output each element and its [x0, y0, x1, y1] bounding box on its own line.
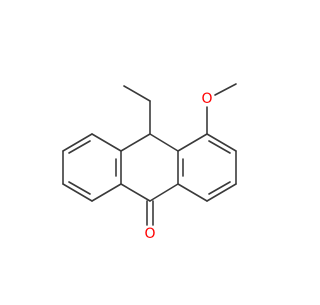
- bond-right-1: [177, 133, 208, 152]
- bond-left-4: [62, 183, 93, 202]
- bond-right-4: [206, 183, 237, 202]
- bond-left-2: [62, 133, 93, 152]
- bond-c9-c8a: [149, 133, 179, 152]
- bond-ethyl-ch3: [123, 85, 151, 102]
- bonds: [62, 83, 237, 226]
- carbonyl-oxygen-label: O: [144, 226, 155, 242]
- bond-left-inner-3: [68, 181, 91, 195]
- bond-c4a-c10: [120, 183, 151, 202]
- bond-left-1: [91, 133, 122, 152]
- bond-c10a-c10: [149, 183, 179, 202]
- bond-right-5: [177, 183, 208, 202]
- bond-left-5: [91, 183, 122, 202]
- structure-canvas: O O: [62, 83, 237, 242]
- bond-c9-c9a: [120, 133, 151, 152]
- bond-left-inner-2: [68, 140, 91, 154]
- bond-right-inner-3: [208, 181, 231, 195]
- bond-right-inner-2: [208, 140, 231, 154]
- methoxy-oxygen-label: O: [201, 91, 212, 107]
- bond-right-2: [206, 133, 237, 152]
- molecule-structure: O O: [62, 83, 237, 242]
- bond-methoxy-o-ch3: [214, 83, 237, 96]
